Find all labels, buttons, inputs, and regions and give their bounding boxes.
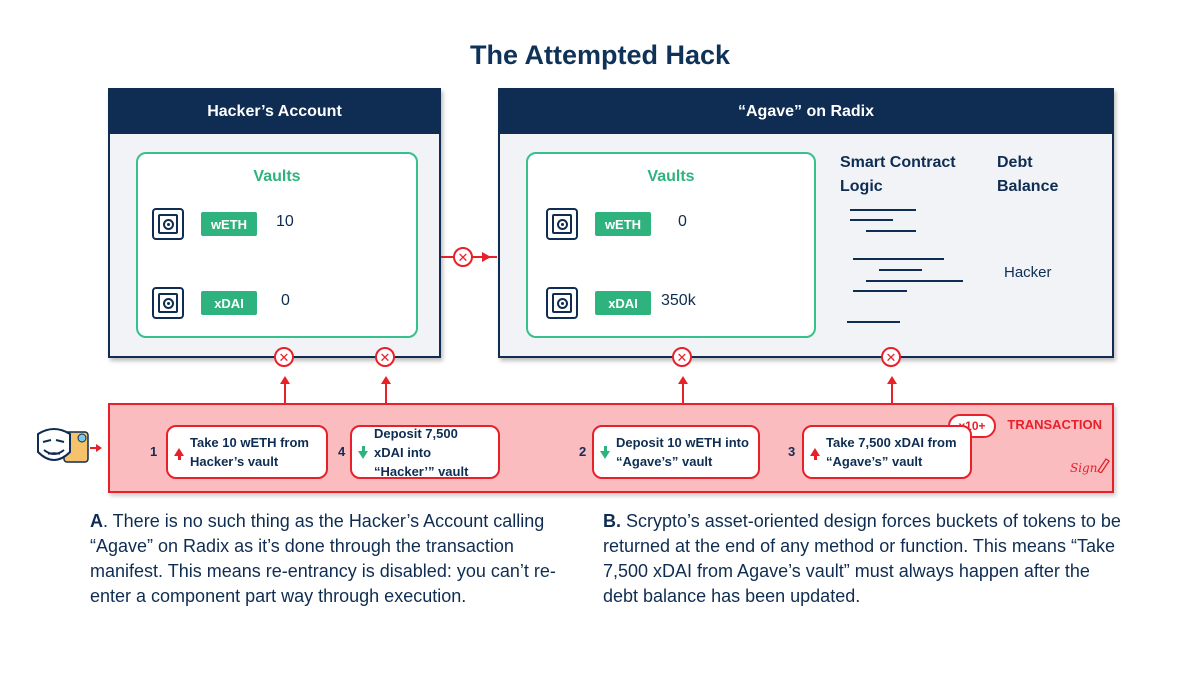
arrow-head-up: [280, 376, 290, 384]
code-line: [850, 209, 916, 211]
step-number: 1: [150, 444, 158, 459]
token-badge-weth: wETH: [595, 212, 651, 236]
agave-header: “Agave” on Radix: [500, 90, 1112, 134]
step-text: Deposit 10 wETH into “Agave’s” vault: [616, 435, 749, 469]
transaction-band: TRANSACTION x10+ Sign 1 Take 10 wETH fro…: [108, 403, 1114, 493]
code-line: [879, 269, 922, 271]
blocked-x-icon: ✕: [453, 247, 473, 267]
step-number: 4: [338, 444, 346, 459]
page-title: The Attempted Hack: [469, 40, 731, 70]
note-b: B. Scrypto’s asset-oriented design force…: [603, 509, 1123, 609]
blocked-x-icon: ✕: [375, 347, 395, 367]
code-line: [853, 290, 907, 292]
withdraw-arrow-icon: [810, 448, 820, 460]
hacker-avatar: [34, 424, 104, 474]
code-line: [866, 230, 916, 232]
token-badge-xdai: xDAI: [595, 291, 651, 315]
note-a-label: A: [90, 511, 103, 531]
debt-entry-hacker: Hacker: [1004, 264, 1052, 281]
hacker-vaults-title: Vaults: [253, 168, 301, 185]
signature: Sign: [1070, 458, 1110, 485]
deposit-arrow-icon: [600, 446, 610, 459]
safe-icon: [546, 287, 578, 319]
safe-icon: [152, 287, 184, 319]
signature-text: Sign: [1070, 461, 1098, 475]
safe-icon: [152, 208, 184, 240]
hacker-xdai-amount: 0: [281, 292, 290, 309]
agave-vaults-title: Vaults: [647, 168, 695, 185]
note-b-text: Scrypto’s asset-oriented design forces b…: [603, 511, 1121, 606]
code-line: [847, 321, 900, 323]
agave-weth-amount: 0: [678, 213, 687, 230]
arrow-head-right: [482, 252, 491, 262]
step-number: 3: [788, 444, 796, 459]
blocked-x-icon: ✕: [881, 347, 901, 367]
blocked-x-icon: ✕: [672, 347, 692, 367]
debt-balance-label: Debt Balance: [997, 154, 1059, 195]
note-a: A. There is no such thing as the Hacker’…: [90, 509, 590, 609]
code-line: [866, 280, 963, 282]
pen-icon: [1097, 458, 1110, 473]
transaction-step: Deposit 10 wETH into “Agave’s” vault: [592, 425, 760, 479]
step-number: 2: [579, 444, 587, 459]
note-b-label: B.: [603, 511, 621, 531]
step-text: Take 7,500 xDAI from “Agave’s” vault: [826, 435, 957, 469]
deposit-arrow-icon: [358, 446, 368, 459]
code-line: [850, 219, 893, 221]
hacker-account-panel: Hacker’s Account Vaults wETH 10 xDAI 0: [108, 88, 441, 358]
transaction-step: Take 10 wETH from Hacker’s vault: [166, 425, 328, 479]
hacker-weth-amount: 10: [276, 213, 294, 230]
transaction-label: TRANSACTION: [1007, 417, 1102, 432]
token-badge-weth: wETH: [201, 212, 257, 236]
agave-panel: “Agave” on Radix Vaults wETH 0 xDAI 350k…: [498, 88, 1114, 358]
arrow-head-up: [678, 376, 688, 384]
hacker-mask-icon: [37, 428, 102, 463]
hacker-account-header: Hacker’s Account: [110, 90, 439, 134]
withdraw-arrow-icon: [174, 448, 184, 460]
agave-xdai-amount: 350k: [661, 292, 696, 309]
arrow-head-up: [887, 376, 897, 384]
hacker-vaults-box: Vaults wETH 10 xDAI 0: [136, 152, 418, 338]
agave-vaults-box: Vaults wETH 0 xDAI 350k: [526, 152, 816, 338]
step-text: Take 10 wETH from Hacker’s vault: [190, 435, 309, 469]
step-text: Deposit 7,500 xDAI into “Hacker’” vault: [374, 425, 469, 479]
token-badge-xdai: xDAI: [201, 291, 257, 315]
note-a-text: . There is no such thing as the Hacker’s…: [90, 511, 556, 606]
smart-contract-logic-label: Smart Contract Logic: [840, 154, 956, 195]
safe-icon: [546, 208, 578, 240]
transaction-step: Take 7,500 xDAI from “Agave’s” vault: [802, 425, 972, 479]
code-line: [853, 258, 944, 260]
arrow-head-up: [381, 376, 391, 384]
transaction-step: Deposit 7,500 xDAI into “Hacker’” vault: [350, 425, 500, 479]
blocked-x-icon: ✕: [274, 347, 294, 367]
